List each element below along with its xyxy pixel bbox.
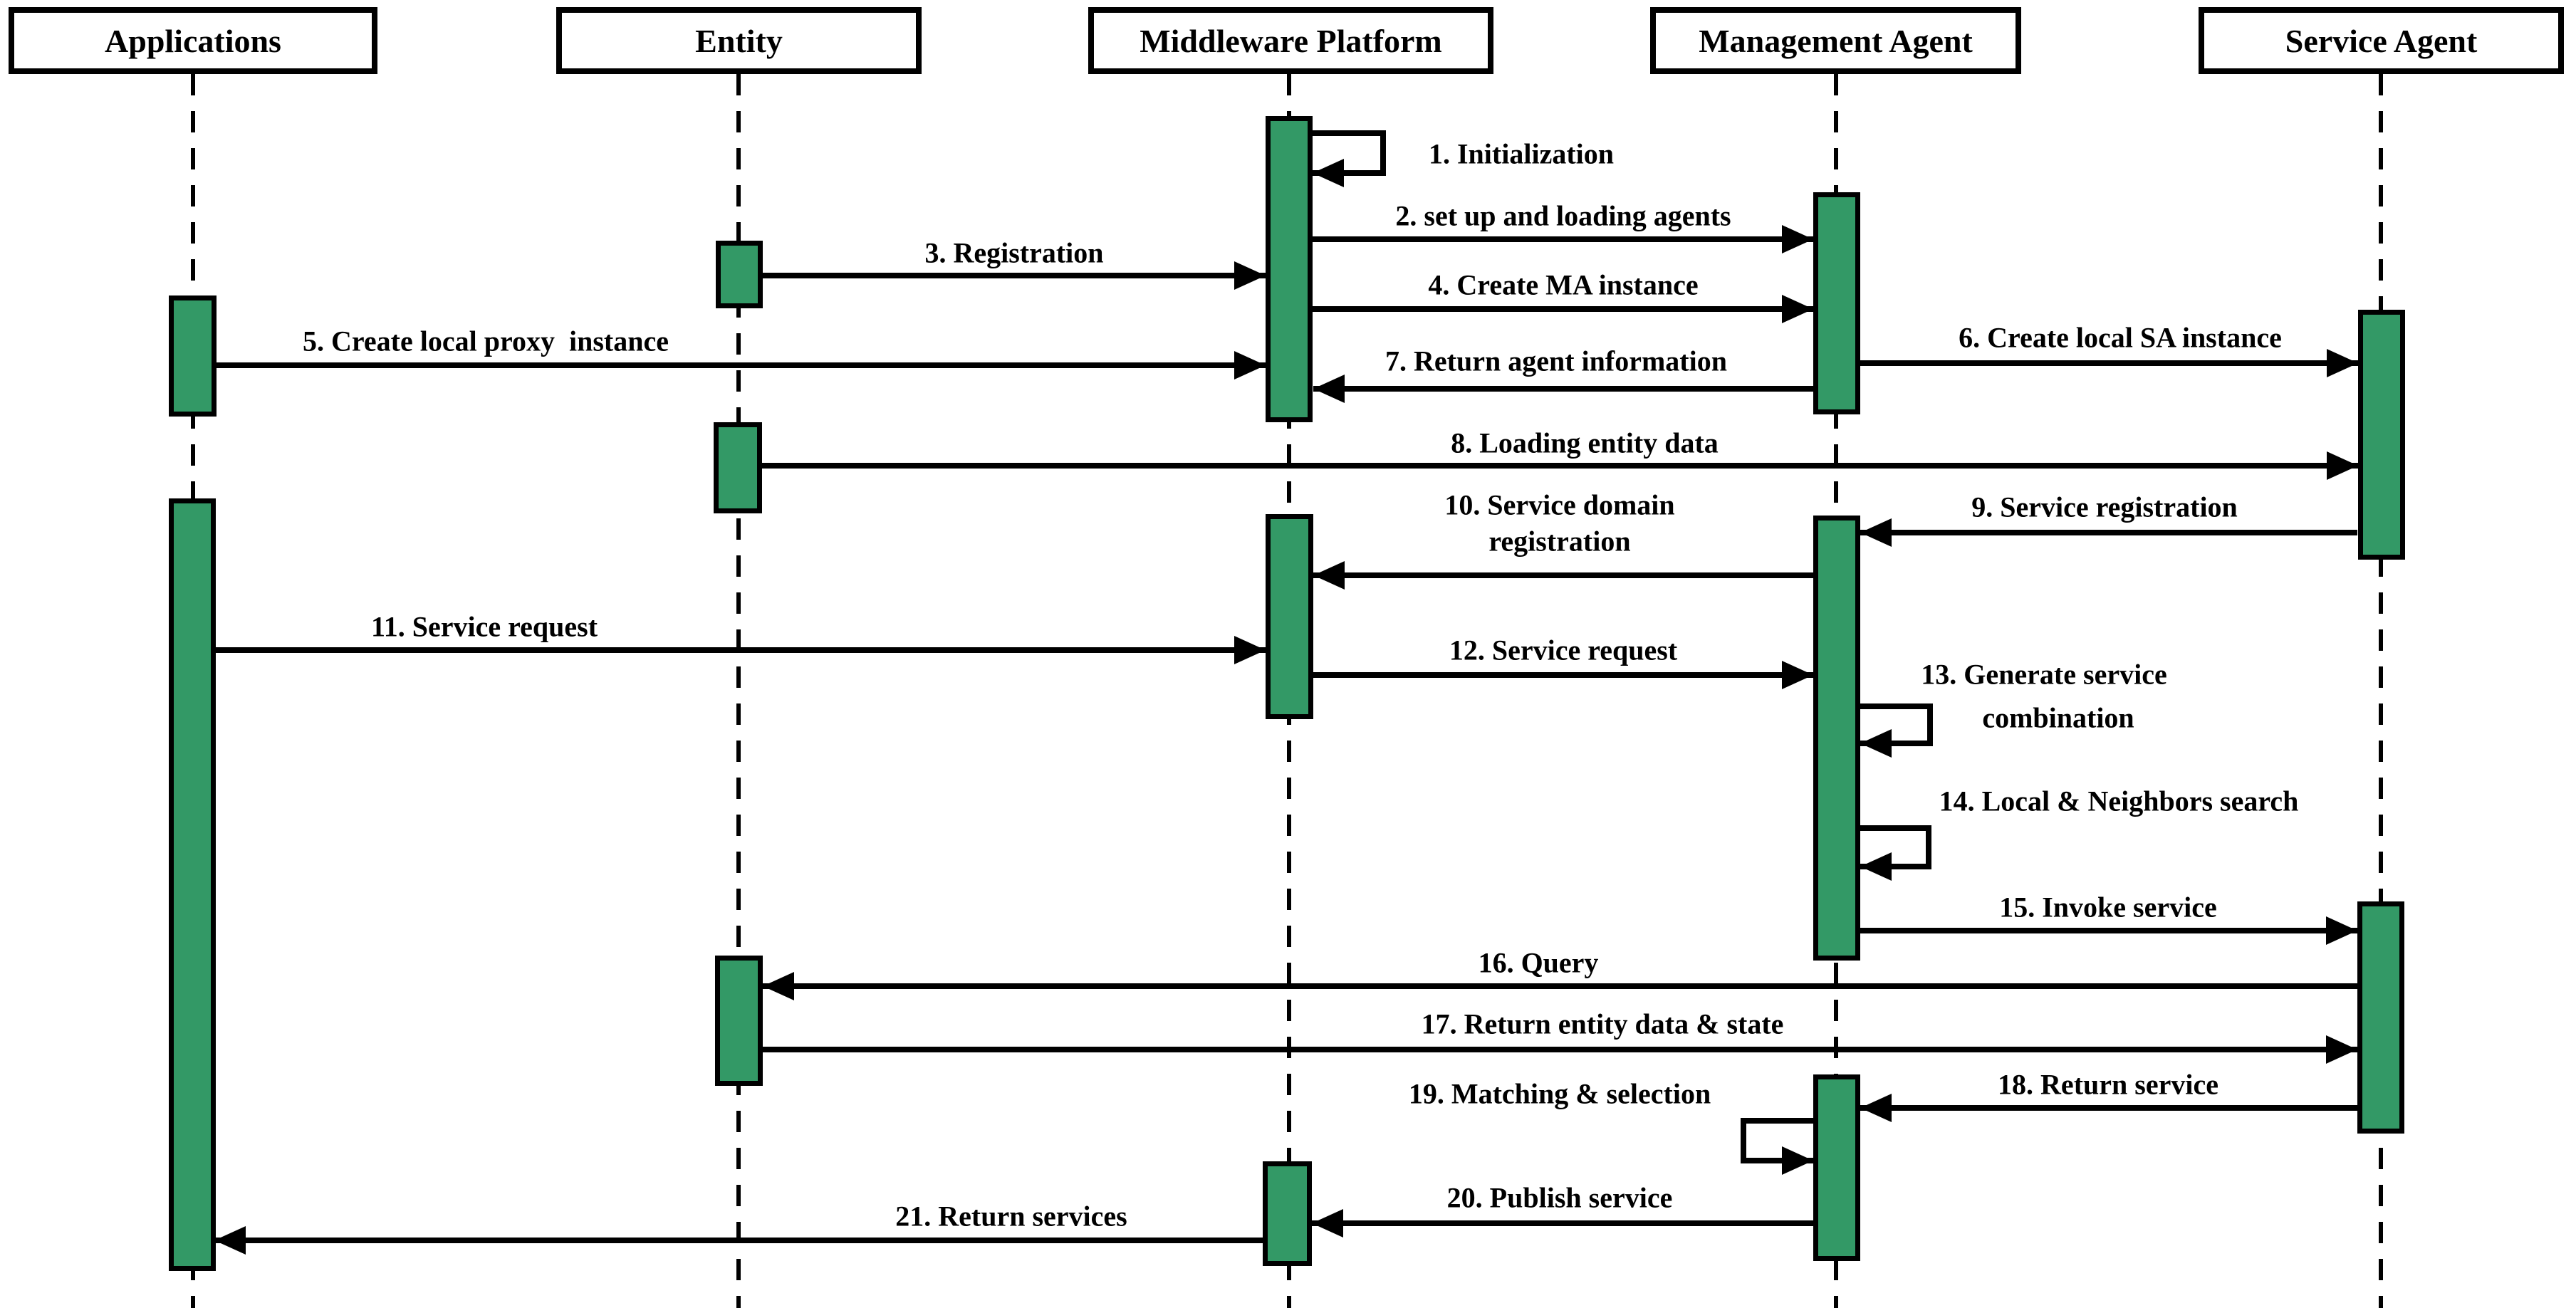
- activation-bar-management-1: [1813, 192, 1860, 414]
- self-message-14: [1860, 825, 1931, 869]
- arrowhead-5: [1234, 351, 1266, 380]
- message-line-10: [1313, 572, 1813, 578]
- message-label-5: 5. Create local proxy instance: [302, 325, 669, 357]
- arrowhead-7: [1313, 375, 1345, 403]
- actor-box-applications: Applications: [9, 7, 377, 74]
- lifeline-entity: [736, 74, 741, 1308]
- message-label-6: 6. Create local SA instance: [1959, 321, 2282, 354]
- message-label-1: 1. Initialization: [1428, 137, 1615, 170]
- actor-box-service: Service Agent: [2199, 7, 2564, 74]
- message-label-13-line2: combination: [1982, 701, 2134, 734]
- message-label-10: 10. Service domain: [1444, 488, 1675, 521]
- message-line-7: [1313, 386, 1813, 392]
- arrowhead-14: [1860, 852, 1892, 881]
- activation-bar-applications-6: [169, 498, 216, 1271]
- message-label-10-line2: registration: [1488, 525, 1631, 558]
- activation-bar-service-9: [2357, 901, 2404, 1134]
- message-label-11: 11. Service request: [370, 610, 598, 643]
- activation-bar-entity-5: [714, 422, 762, 513]
- actor-label-applications: Applications: [105, 22, 281, 59]
- actor-label-service: Service Agent: [2285, 22, 2478, 59]
- activation-bar-management-8: [1813, 516, 1860, 961]
- activation-bar-middleware-7: [1266, 514, 1313, 719]
- activation-bar-middleware-12: [1263, 1161, 1312, 1266]
- arrowhead-6: [2327, 349, 2358, 377]
- message-label-12: 12. Service request: [1449, 634, 1678, 666]
- message-label-17: 17. Return entity data & state: [1421, 1008, 1784, 1040]
- arrowhead-15: [2326, 916, 2357, 945]
- message-line-15: [1860, 928, 2357, 933]
- message-label-19: 19. Matching & selection: [1408, 1077, 1711, 1110]
- message-line-17: [763, 1047, 2357, 1052]
- activation-bar-entity-10: [715, 956, 763, 1086]
- arrowhead-4: [1782, 295, 1813, 323]
- message-line-11: [216, 647, 1266, 653]
- arrowhead-16: [763, 972, 794, 1000]
- actor-label-management: Management Agent: [1699, 22, 1973, 59]
- message-line-18: [1860, 1105, 2357, 1111]
- activation-bar-service-4: [2358, 310, 2405, 560]
- message-label-4: 4. Create MA instance: [1428, 268, 1699, 301]
- message-label-13: 13. Generate service: [1921, 658, 2167, 691]
- arrowhead-17: [2326, 1035, 2357, 1064]
- self-message-13: [1860, 703, 1933, 746]
- arrowhead-19: [1782, 1146, 1813, 1175]
- message-label-21: 21. Return services: [895, 1200, 1127, 1233]
- arrowhead-13: [1860, 729, 1892, 758]
- message-line-6: [1860, 360, 2358, 366]
- self-message-1: [1313, 130, 1386, 176]
- message-label-18: 18. Return service: [1998, 1068, 2218, 1101]
- message-line-9: [1860, 530, 2357, 535]
- arrowhead-11: [1234, 636, 1266, 664]
- message-line-8: [762, 463, 2358, 469]
- self-message-19: [1741, 1118, 1813, 1163]
- lifeline-service: [2379, 74, 2383, 1308]
- arrowhead-2: [1782, 225, 1813, 253]
- arrowhead-8: [2327, 451, 2358, 480]
- message-label-8: 8. Loading entity data: [1451, 427, 1719, 459]
- actor-box-management: Management Agent: [1650, 7, 2021, 74]
- arrowhead-10: [1313, 561, 1345, 590]
- message-line-5: [217, 362, 1266, 368]
- arrowhead-21: [214, 1226, 246, 1255]
- arrowhead-12: [1782, 661, 1813, 689]
- arrowhead-3: [1234, 261, 1266, 290]
- message-line-20: [1312, 1220, 1813, 1226]
- actor-label-middleware: Middleware Platform: [1140, 22, 1442, 59]
- message-line-12: [1313, 672, 1813, 678]
- arrowhead-20: [1312, 1209, 1343, 1238]
- message-line-16: [763, 983, 2357, 989]
- message-line-2: [1313, 236, 1813, 242]
- arrowhead-9: [1860, 518, 1892, 547]
- message-label-7: 7. Return agent information: [1385, 345, 1727, 377]
- activation-bar-entity-2: [716, 241, 763, 308]
- arrowhead-18: [1860, 1094, 1892, 1122]
- message-label-20: 20. Publish service: [1446, 1181, 1673, 1214]
- actor-box-entity: Entity: [556, 7, 922, 74]
- message-label-9: 9. Service registration: [1971, 491, 2238, 523]
- message-label-15: 15. Invoke service: [1999, 891, 2217, 924]
- message-label-14: 14. Local & Neighbors search: [1939, 785, 2299, 817]
- message-label-16: 16. Query: [1478, 946, 1599, 979]
- message-label-2: 2. set up and loading agents: [1395, 199, 1731, 232]
- message-line-4: [1313, 306, 1813, 312]
- message-line-21: [214, 1238, 1263, 1243]
- activation-bar-applications-3: [169, 295, 217, 417]
- activation-bar-management-11: [1813, 1074, 1860, 1261]
- activation-bar-middleware-0: [1266, 116, 1313, 422]
- actor-box-middleware: Middleware Platform: [1088, 7, 1493, 74]
- actor-label-entity: Entity: [695, 22, 783, 59]
- message-label-3: 3. Registration: [924, 236, 1104, 269]
- message-line-3: [763, 273, 1266, 278]
- arrowhead-1: [1313, 159, 1344, 187]
